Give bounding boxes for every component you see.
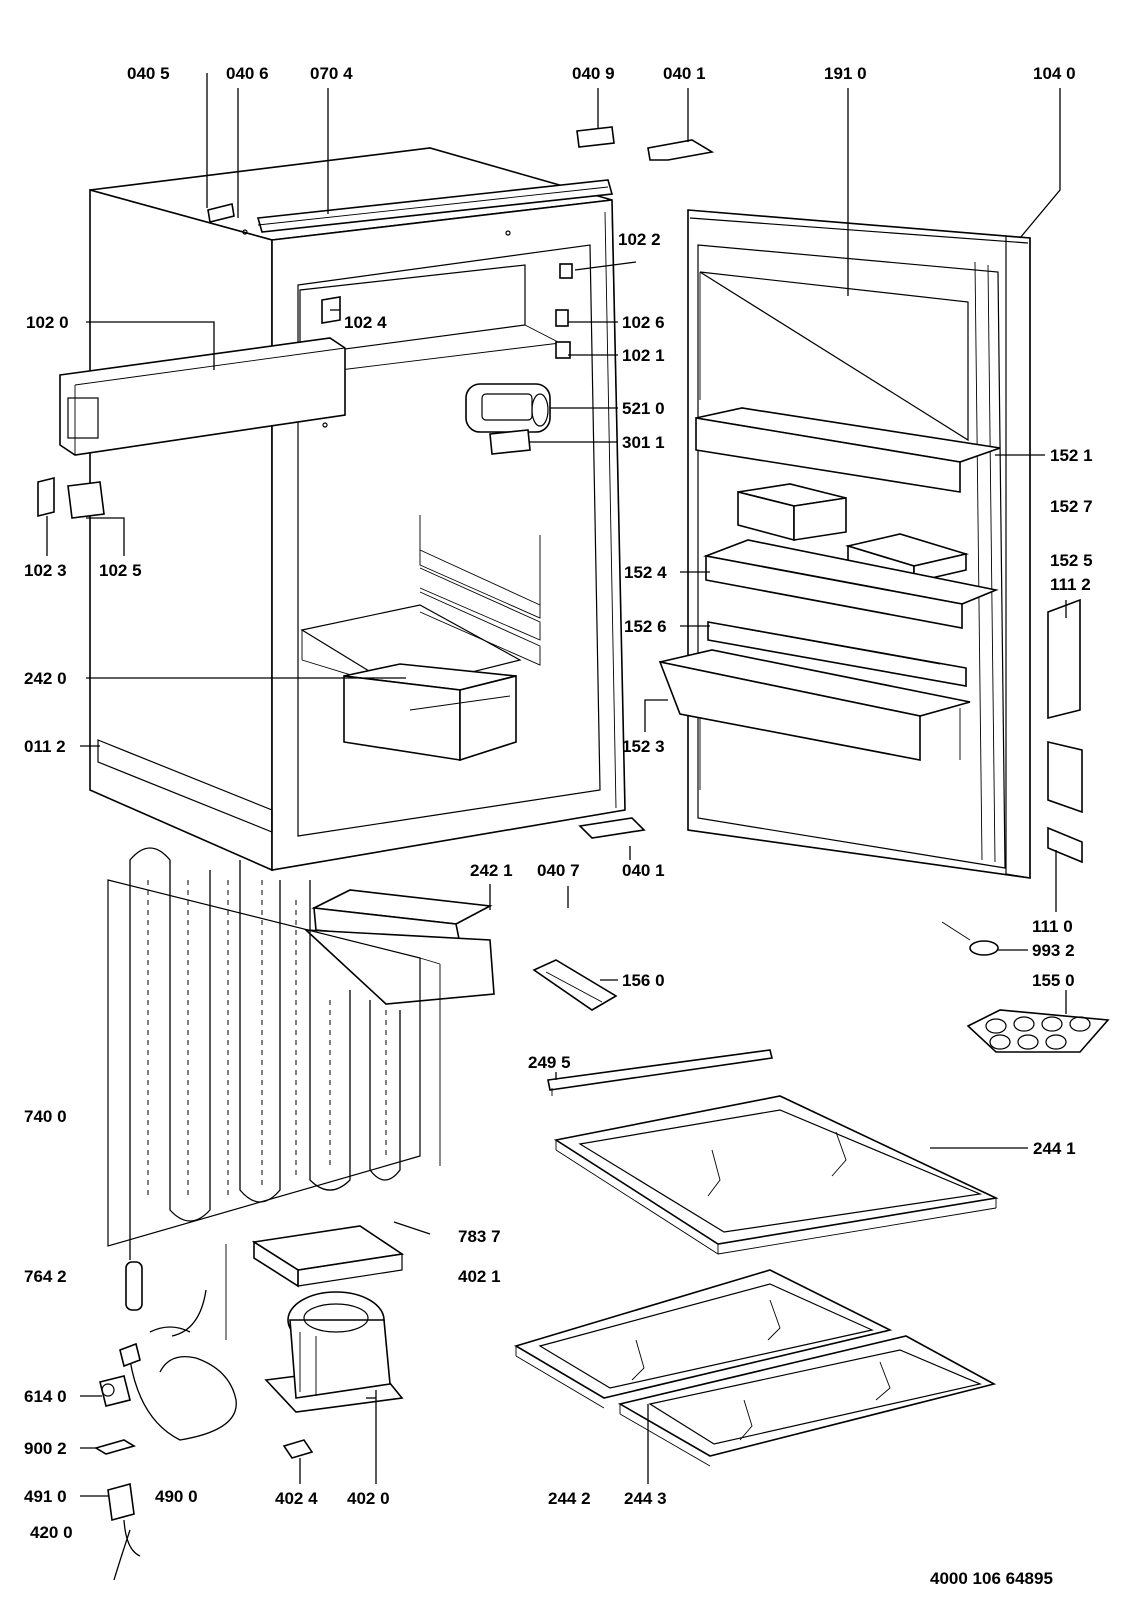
label-5210: 521 0 <box>622 399 665 418</box>
label-1026: 102 6 <box>622 313 665 332</box>
label-9932: 993 2 <box>1032 941 1075 960</box>
door-box-small <box>737 483 847 542</box>
label-2420: 242 0 <box>24 669 67 688</box>
label-7642: 764 2 <box>24 1267 67 1286</box>
label-1021: 102 1 <box>622 346 665 365</box>
part-door-hinge-parts <box>578 598 1083 864</box>
label-1020: 102 0 <box>26 313 69 332</box>
leader-lines <box>46 73 1067 1497</box>
label-1527: 152 7 <box>1050 497 1093 516</box>
label-0401-top: 040 1 <box>663 64 706 83</box>
label-6140: 614 0 <box>24 1387 67 1406</box>
label-9002: 900 2 <box>24 1439 67 1458</box>
part-grommet-4024 <box>282 1439 314 1459</box>
part-compressor-bracket-4021 <box>251 1225 405 1288</box>
part-thermostat-knob <box>465 383 551 455</box>
part-compressor <box>264 1291 404 1413</box>
label-1550: 155 0 <box>1032 971 1075 990</box>
label-1524: 152 4 <box>624 563 667 582</box>
part-glass-shelf-2441 <box>553 1095 999 1255</box>
label-2443: 244 3 <box>624 1489 667 1508</box>
label-1024: 102 4 <box>344 313 387 332</box>
label-1040: 104 0 <box>1033 64 1076 83</box>
part-hinge-pieces-top <box>207 126 715 223</box>
part-glass-shelf-2442 <box>514 1269 893 1409</box>
part-brackets-left <box>37 476 105 519</box>
drawing-number: 4000 106 64895 <box>930 1569 1053 1588</box>
part-drier-7642 <box>125 1244 227 1340</box>
part-power-cord <box>119 1342 237 1441</box>
label-1523: 152 3 <box>622 737 665 756</box>
label-0405: 040 5 <box>127 64 170 83</box>
label-2421: 242 1 <box>470 861 513 880</box>
part-tray-2420 <box>343 663 517 762</box>
door-shelf-1523 <box>658 649 971 790</box>
door-shelf-1524 <box>703 539 999 629</box>
door <box>658 209 1031 879</box>
label-1521: 152 1 <box>1050 446 1093 465</box>
label-7400: 740 0 <box>24 1107 67 1126</box>
label-0401-bottom: 040 1 <box>622 861 665 880</box>
part-pipe-7837 <box>393 1221 431 1235</box>
label-1025: 102 5 <box>99 561 142 580</box>
label-4200: 420 0 <box>30 1523 73 1542</box>
label-4900: 490 0 <box>155 1487 198 1506</box>
part-shelf-trim-2495 <box>547 1049 773 1096</box>
label-0406: 040 6 <box>226 64 269 83</box>
label-1112: 111 2 <box>1050 575 1091 594</box>
cabinet-body <box>89 147 626 872</box>
label-2442: 244 2 <box>548 1489 591 1508</box>
door-shelf-1526 <box>707 621 967 687</box>
part-lamp-bulb-9932 <box>941 921 999 956</box>
label-4020: 402 0 <box>347 1489 390 1508</box>
label-1110: 111 0 <box>1032 917 1073 936</box>
label-0704: 070 4 <box>310 64 353 83</box>
part-relay-6140 <box>99 1375 131 1407</box>
label-0112: 011 2 <box>24 737 66 756</box>
label-1023: 102 3 <box>24 561 67 580</box>
part-lamp-holder <box>555 263 573 359</box>
label-0409: 040 9 <box>572 64 615 83</box>
label-1525: 152 5 <box>1050 551 1093 570</box>
callout-labels: 040 5 040 6 070 4 040 9 040 1 191 0 104 … <box>24 64 1093 1588</box>
label-4910: 491 0 <box>24 1487 67 1506</box>
part-egg-tray <box>966 1009 1110 1053</box>
part-holder-4910 <box>107 1482 141 1581</box>
label-7837: 783 7 <box>458 1227 501 1246</box>
part-ice-tray <box>532 959 618 1011</box>
part-lamp-cover-bar <box>59 337 346 456</box>
label-1526: 152 6 <box>624 617 667 636</box>
label-1022: 102 2 <box>618 230 661 249</box>
part-clip-9002 <box>94 1439 136 1455</box>
label-4021: 402 1 <box>458 1267 501 1286</box>
label-2441: 244 1 <box>1033 1139 1076 1158</box>
label-2495: 249 5 <box>528 1053 571 1072</box>
label-1560: 156 0 <box>622 971 665 990</box>
part-crisper-lower <box>303 929 495 1005</box>
door-box-butter <box>844 533 970 584</box>
door-shelf-1521 <box>695 407 1001 493</box>
label-1910: 191 0 <box>824 64 867 83</box>
part-glass-shelf-2443 <box>617 1335 997 1467</box>
label-0407: 040 7 <box>537 861 580 880</box>
part-condenser <box>107 847 441 1260</box>
label-4024: 402 4 <box>275 1489 318 1508</box>
label-3011: 301 1 <box>622 433 665 452</box>
